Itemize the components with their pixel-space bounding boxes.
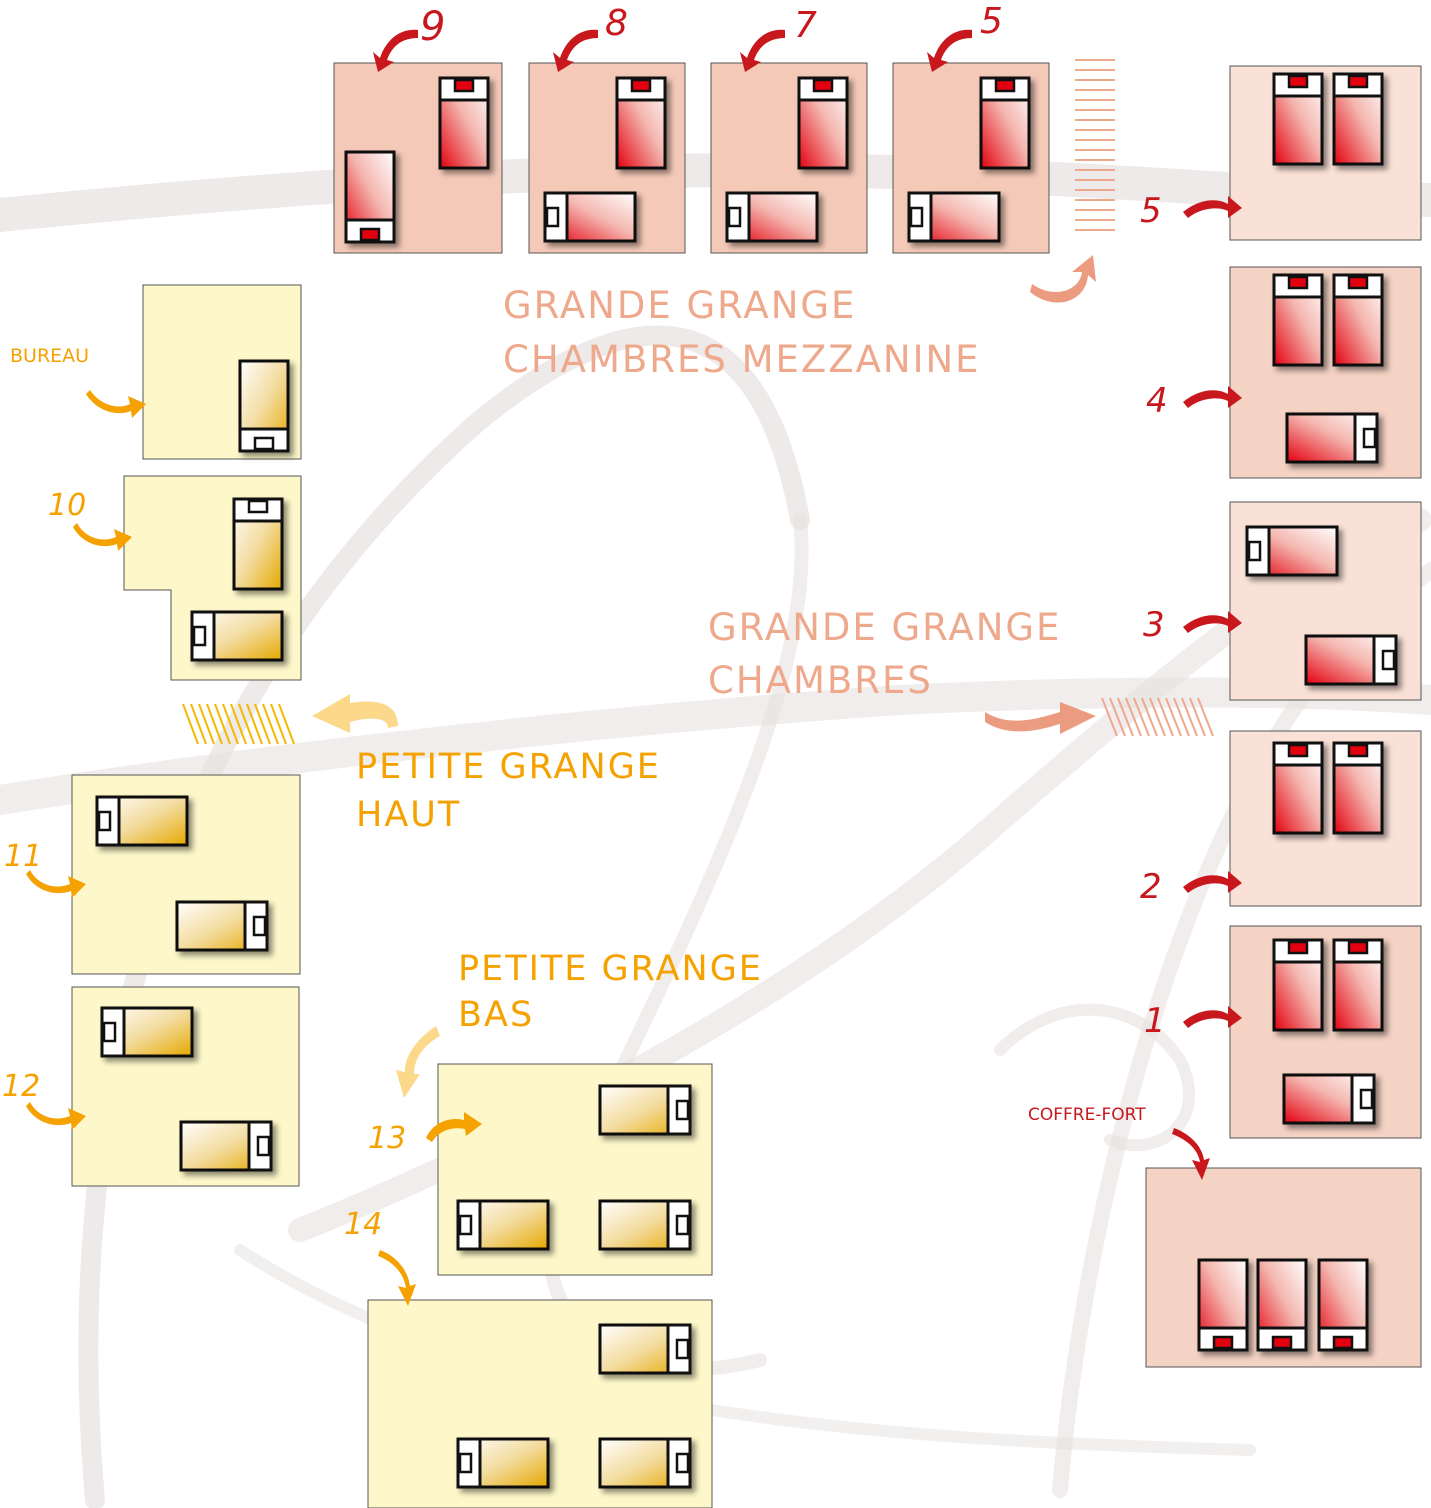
mezzanine-room-7-number: 7 [794,5,817,46]
bas-stairs-arrow [396,1026,440,1098]
bed [1272,741,1324,835]
bed [598,1199,692,1251]
bed [1197,1258,1249,1352]
bed [232,497,284,591]
bed [1304,634,1398,686]
bed [1272,273,1324,367]
chambres-title-line2: CHAMBRES [708,659,933,702]
mezzanine-room-5 [892,62,1050,254]
bed [979,76,1031,170]
bed [1332,938,1384,1032]
mezzanine-room-8 [528,62,686,254]
mezzanine-room-9-number: 9 [420,4,445,50]
coffre-fort-room [1145,1167,1422,1368]
bed [190,610,284,662]
bed [543,191,637,243]
room-3 [1229,501,1422,701]
room-4 [1229,266,1422,479]
bed [1332,273,1384,367]
mezzanine-stairs-arrow [1030,255,1096,303]
haut-title-line2: HAUT [356,795,461,835]
bureau-label: BUREAU [10,345,89,367]
bed [175,900,269,952]
room-10-number: 10 [48,488,86,523]
room-13 [437,1063,713,1276]
room-12-number: 12 [2,1069,40,1104]
mezzanine-room-9 [333,62,503,254]
chambres-title-line1: GRANDE GRANGE [708,606,1061,649]
mezzanine-number-arrows [373,29,972,72]
bed [95,795,189,847]
bed [179,1120,273,1172]
mezzanine-title-line1: GRANDE GRANGE [503,284,856,327]
room-10 [123,475,302,681]
chambres-stairs [1101,697,1214,737]
bed [1256,1258,1308,1352]
mezzanine-room-7 [710,62,868,254]
bed [344,150,396,244]
mezzanine-room-8-number: 8 [605,3,628,44]
bed [456,1437,550,1489]
bed [1285,412,1379,464]
bed [598,1084,692,1136]
room-14 [367,1299,713,1508]
mezzanine-room-5-number: 5 [980,1,1003,42]
left-room-arrows [26,390,146,1130]
bed [1332,741,1384,835]
bed [438,76,490,170]
bed [1272,72,1324,166]
bed [907,191,1001,243]
bed [1245,525,1339,577]
mezzanine-title-line2: CHAMBRES MEZZANINE [503,338,981,381]
bed [100,1006,194,1058]
chambres-stairs-arrow [985,702,1096,734]
room-5-number: 5 [1140,191,1162,231]
bed [1282,1073,1376,1125]
haut-stairs [182,703,295,745]
bas-title-line2: BAS [458,995,534,1035]
room-1 [1229,925,1422,1139]
bed [615,76,667,170]
bureau-room [142,284,302,460]
bed [238,359,290,453]
bas-room-arrows [378,1112,482,1306]
room-2-number: 2 [1140,867,1162,907]
bed [1317,1258,1369,1352]
bed [456,1199,550,1251]
room-13-number: 13 [368,1121,406,1156]
haut-title-line1: PETITE GRANGE [356,747,661,787]
bed [1272,938,1324,1032]
bed [598,1437,692,1489]
room-3-number: 3 [1143,605,1165,645]
room-14-number: 14 [344,1207,382,1242]
haut-stairs-arrow [312,694,398,733]
room-11 [71,774,301,975]
room-12 [71,986,300,1187]
bed [1332,72,1384,166]
room-5 [1229,65,1422,241]
room-11-number: 11 [4,839,42,874]
room-4-number: 4 [1146,381,1168,421]
bed [797,76,849,170]
bed [598,1323,692,1375]
room-1-number: 1 [1144,1001,1166,1041]
right-room-arrows [1172,196,1242,1180]
bas-title-line1: PETITE GRANGE [458,949,763,989]
coffre-fort-label: COFFRE-FORT [1028,1105,1146,1125]
room-2 [1229,730,1422,907]
mezzanine-stairs [1075,59,1115,231]
bed [725,191,819,243]
